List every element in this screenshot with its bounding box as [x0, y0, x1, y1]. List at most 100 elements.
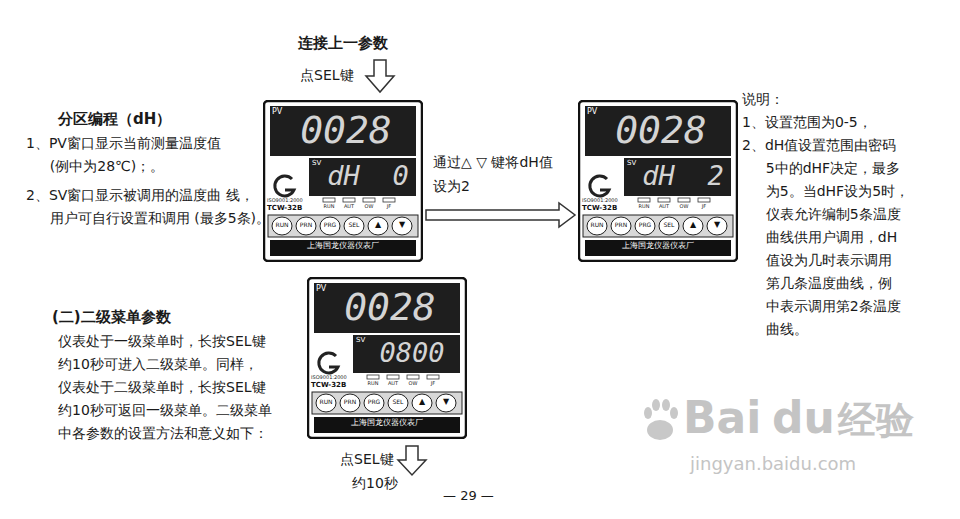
sv-label: SV: [312, 159, 321, 167]
button: [392, 217, 412, 235]
indicator-led: [387, 375, 399, 379]
button-label: PRG: [635, 222, 655, 229]
indicator-led: [427, 375, 439, 379]
indicator-led: [698, 198, 710, 202]
indicator-led: [363, 198, 375, 202]
indicator-label: OW: [403, 381, 423, 387]
button: [659, 217, 679, 235]
indicator-label: JF: [379, 204, 399, 210]
indicator-led: [323, 198, 335, 202]
section-heading: 分区编程（dH）: [58, 108, 171, 131]
indicator-label: AUT: [383, 381, 403, 387]
button: [340, 394, 360, 412]
maker-name: 上海国龙仪器仪表厂: [585, 241, 731, 250]
button-label: ▲: [368, 220, 388, 229]
button: [296, 217, 316, 235]
watermark: 经验: [838, 396, 914, 444]
list-item: 1、PV窗口显示当前测量温度值 (例中为28℃)；。: [26, 132, 272, 178]
list-item: 2、SV窗口显示被调用的温度曲 线，用户可自行设置和调用 (最多5条)。: [26, 184, 272, 230]
button-label: PRN: [611, 222, 631, 229]
button-label: ▼: [392, 220, 412, 229]
sv-display-value: dH 0: [321, 160, 415, 191]
maker-name: 上海国龙仪器仪表厂: [270, 241, 416, 250]
brand-logo: [590, 176, 609, 196]
controller-panel: PV0028SVdH 2 ISO9001:2000TCW-32B RUN AUTOWJ…: [578, 100, 738, 262]
watermark: du: [772, 392, 835, 444]
pv-display-value: 0028: [594, 109, 728, 153]
indicator-led: [678, 198, 690, 202]
button-label: SEL: [659, 222, 679, 229]
indicator-label: OW: [674, 204, 694, 210]
panel-housing: [579, 101, 737, 261]
button-label: PRN: [296, 222, 316, 229]
indicator-label: JF: [694, 204, 714, 210]
panel-housing: [308, 278, 466, 438]
pv-display-value: 0028: [279, 109, 413, 153]
indicator-label: AUT: [339, 204, 359, 210]
button: [635, 217, 655, 235]
sv-display: [624, 158, 731, 196]
button-label: SEL: [344, 222, 364, 229]
heading-note: 连接上一参数: [298, 32, 388, 55]
certification-text: ISO9001:2000: [311, 375, 347, 381]
down-arrow: [366, 60, 394, 92]
button: [683, 217, 703, 235]
button-row: [312, 392, 462, 414]
indicator-label: RUN: [319, 204, 339, 210]
button-label: ▲: [412, 397, 432, 406]
certification-text: ISO9001:2000: [582, 198, 618, 204]
maker-strip: [585, 240, 731, 256]
edge-label: 通过△ ▽ 键将dH值 设为2: [433, 150, 567, 198]
maker-strip: [314, 417, 460, 433]
certification-text: ISO9001:2000: [267, 198, 303, 204]
page-number: — 29 —: [443, 484, 494, 507]
button: [368, 217, 388, 235]
indicator-label: OW: [359, 204, 379, 210]
model-name: TCW-32B: [582, 204, 617, 212]
button-label: PRG: [320, 222, 340, 229]
indicator-led: [658, 198, 670, 202]
button: [587, 217, 607, 235]
model-name: TCW-32B: [311, 381, 346, 389]
watermark: jingyan.baidu.com: [690, 452, 856, 476]
maker-strip: [270, 240, 416, 256]
button-row: [583, 215, 733, 237]
note-heading: 说明：: [742, 88, 784, 111]
down-arrow: [398, 446, 426, 475]
watermark: Bai: [683, 392, 761, 444]
button-label: ▼: [707, 220, 727, 229]
brand-logo: [275, 176, 294, 196]
sv-display: [309, 158, 416, 196]
controller-panel: PV0028SV0800ISO9001:2000TCW-32BRUNAUTOWJ…: [307, 277, 467, 439]
hollow-arrow: [426, 203, 575, 227]
indicator-label: AUT: [654, 204, 674, 210]
sv-display-value: dH 2: [636, 160, 730, 191]
button: [412, 394, 432, 412]
key-instruction: 点SEL键: [340, 448, 394, 471]
sv-label: SV: [356, 336, 365, 344]
brand-logo: [319, 353, 338, 373]
button-label: PRN: [340, 399, 360, 406]
button-label: SEL: [388, 399, 408, 406]
sv-display-value: 0800: [365, 337, 459, 368]
button: [316, 394, 336, 412]
pv-display: [314, 283, 460, 333]
note-item: 1、设置范围为0-5，: [742, 111, 872, 134]
indicator-led: [383, 198, 395, 202]
button: [611, 217, 631, 235]
button: [320, 217, 340, 235]
sv-label: SV: [627, 159, 636, 167]
sv-display: [353, 335, 460, 373]
pv-display: [585, 106, 731, 156]
pv-label: PV: [587, 107, 597, 116]
button-label: ▼: [436, 397, 456, 406]
indicator-label: JF: [423, 381, 443, 387]
button: [436, 394, 456, 412]
controller-panel: PV0028SVdH 0ISO9001:2000TCW-32BRUNAUTOWJ…: [263, 100, 423, 262]
indicator-led: [343, 198, 355, 202]
button-label: RUN: [587, 222, 607, 229]
button: [344, 217, 364, 235]
button-label: RUN: [272, 222, 292, 229]
indicator-led: [638, 198, 650, 202]
pv-label: PV: [316, 284, 326, 293]
